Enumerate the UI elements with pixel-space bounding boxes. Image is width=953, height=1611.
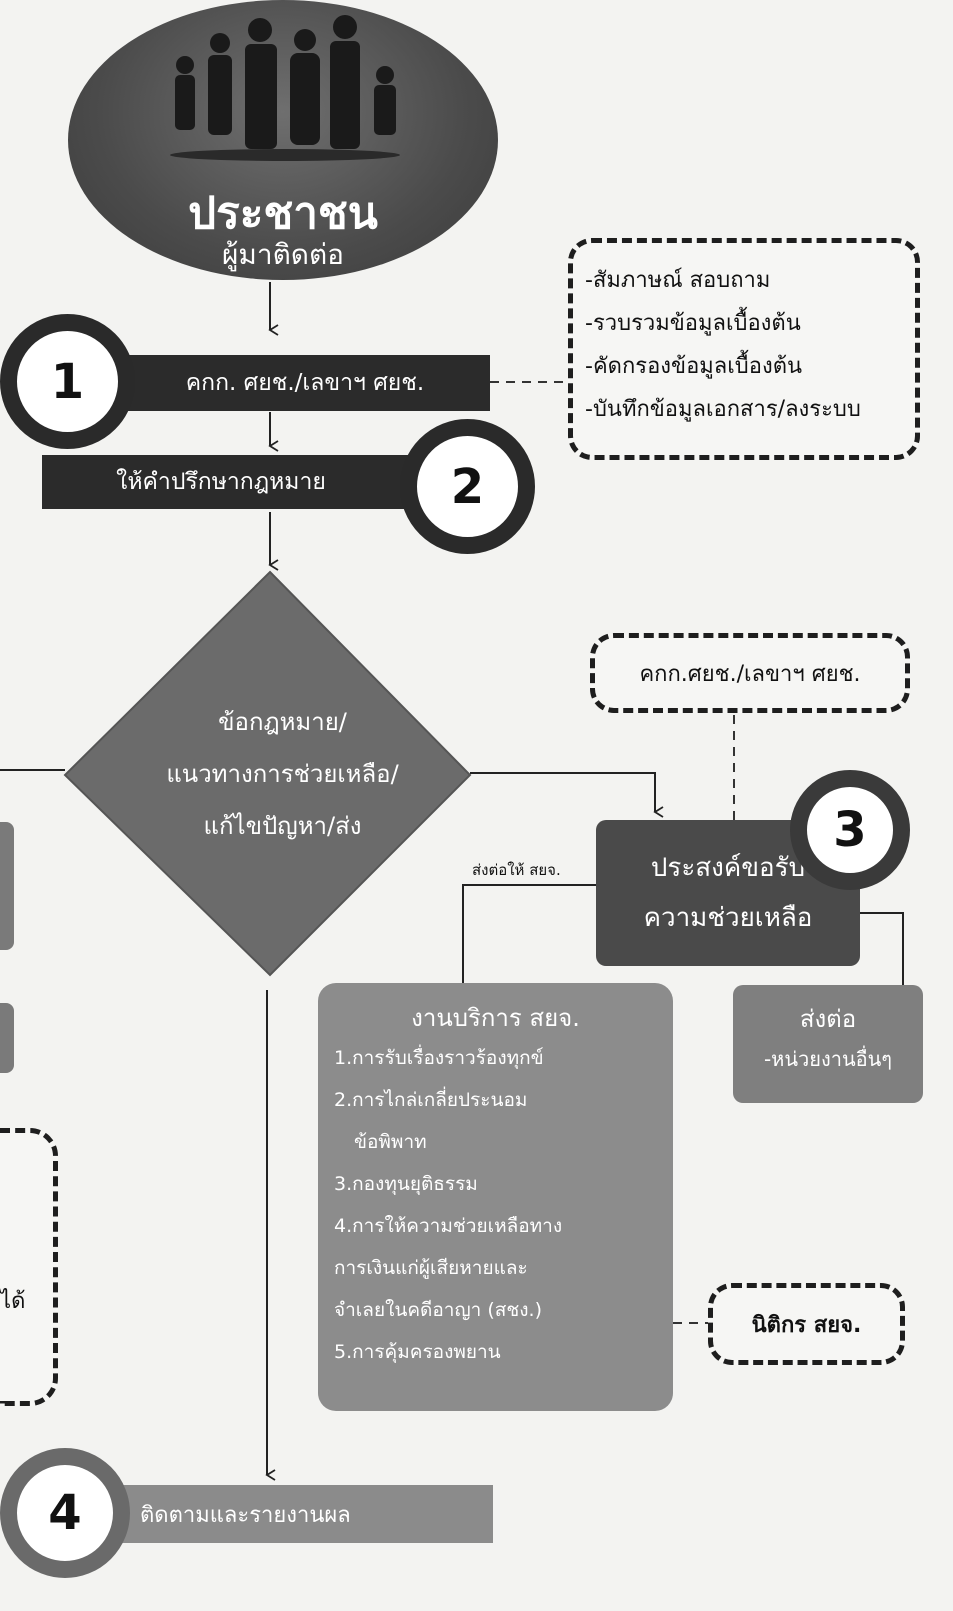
- note-item: -สัมภาษณ์ สอบถาม: [585, 268, 771, 293]
- line-step3-to-refer: [860, 912, 904, 985]
- refer-title: ส่งต่อ: [799, 1005, 857, 1033]
- step1-number-circle: 1: [0, 314, 135, 449]
- step1-label: คกก. ศยช./เลขาฯ ศยช.: [185, 370, 425, 396]
- decision-text: ข้อกฎหมาย/ แนวทางการช่วยเหลือ/ แก้ไขปัญห…: [95, 696, 470, 852]
- step4-bar: ติดตามและรายงานผล: [96, 1485, 493, 1543]
- decision-line: แนวทางการช่วยเหลือ/: [166, 760, 399, 788]
- left-partial-text: ได้: [0, 1289, 26, 1314]
- service-item: การเงินแก่ผู้เสียหายและ: [334, 1257, 528, 1279]
- step3-number-circle: 3: [790, 770, 910, 890]
- service-item: 3.กองทุนยุติธรรม: [334, 1173, 478, 1195]
- service-item: 5.การคุ้มครองพยาน: [334, 1341, 501, 1363]
- decision-diamond: [63, 570, 472, 977]
- legal-officer-box: นิติกร สยจ.: [708, 1283, 905, 1365]
- note-item: -คัดกรองข้อมูลเบื้องต้น: [585, 354, 803, 379]
- service-item: 1.การรับเรื่องราวร้องทุกข์: [334, 1047, 544, 1069]
- step2-number-circle: 2: [400, 419, 535, 554]
- step3-number: 3: [833, 802, 867, 858]
- left-partial-box-top: [0, 822, 14, 950]
- start-oval: [68, 0, 498, 280]
- step2-number: 2: [450, 458, 485, 515]
- note-item: -รวบรวมข้อมูลเบื้องต้น: [585, 311, 801, 336]
- services-box: งานบริการ สยจ. 1.การรับเรื่องราวร้องทุกข…: [318, 983, 673, 1411]
- left-partial-box-bottom: [0, 1003, 14, 1073]
- step1-notes-box: -สัมภาษณ์ สอบถาม -รวบรวมข้อมูลเบื้องต้น …: [568, 238, 920, 460]
- forward-label: ส่งต่อให้ สยจ.: [472, 861, 561, 879]
- start-subtitle: ผู้มาติดต่อ: [222, 238, 344, 271]
- committee-box: คกก.ศยช./เลขาฯ ศยช.: [590, 633, 910, 713]
- left-partial-dashed-box: ได้: [0, 1128, 58, 1406]
- refer-subtitle: -หน่วยงานอื่นๆ: [763, 1047, 893, 1071]
- step2-label: ให้คำปรึกษากฎหมาย: [116, 469, 326, 495]
- step4-number: 4: [48, 1485, 82, 1541]
- step4-label: ติดตามและรายงานผล: [140, 1502, 351, 1528]
- refer-box: ส่งต่อ -หน่วยงานอื่นๆ: [733, 985, 923, 1103]
- decision-line: ข้อกฎหมาย/: [218, 708, 347, 736]
- line-step3-to-services: [462, 884, 596, 983]
- step1-bar: คกก. ศยช./เลขาฯ ศยช.: [120, 355, 490, 411]
- service-item: 4.การให้ความช่วยเหลือทาง: [334, 1215, 563, 1237]
- start-title: ประชาชน: [188, 188, 378, 239]
- step3-line: ความช่วยเหลือ: [643, 903, 813, 933]
- note-item: -บันทึกข้อมูลเอกสาร/ลงระบบ: [585, 397, 861, 422]
- service-item: จำเลยในคดีอาญา (สชง.): [334, 1299, 542, 1321]
- step2-bar: ให้คำปรึกษากฎหมาย: [42, 455, 440, 509]
- step1-number: 1: [50, 353, 85, 410]
- services-title: งานบริการ สยจ.: [411, 1004, 580, 1032]
- people-group-icon: [170, 15, 400, 161]
- committee-label: คกก.ศยช./เลขาฯ ศยช.: [639, 661, 861, 687]
- step4-number-circle: 4: [0, 1448, 130, 1578]
- step3-line: ประสงค์ขอรับ: [650, 853, 806, 883]
- legal-officer-label: นิติกร สยจ.: [751, 1312, 862, 1338]
- service-item: 2.การไกล่เกลี่ยประนอม: [334, 1089, 528, 1111]
- service-item: ข้อพิพาท: [354, 1131, 427, 1153]
- decision-line: แก้ไขปัญหา/ส่ง: [203, 812, 362, 840]
- arrow-decision-to-step3: [470, 772, 664, 818]
